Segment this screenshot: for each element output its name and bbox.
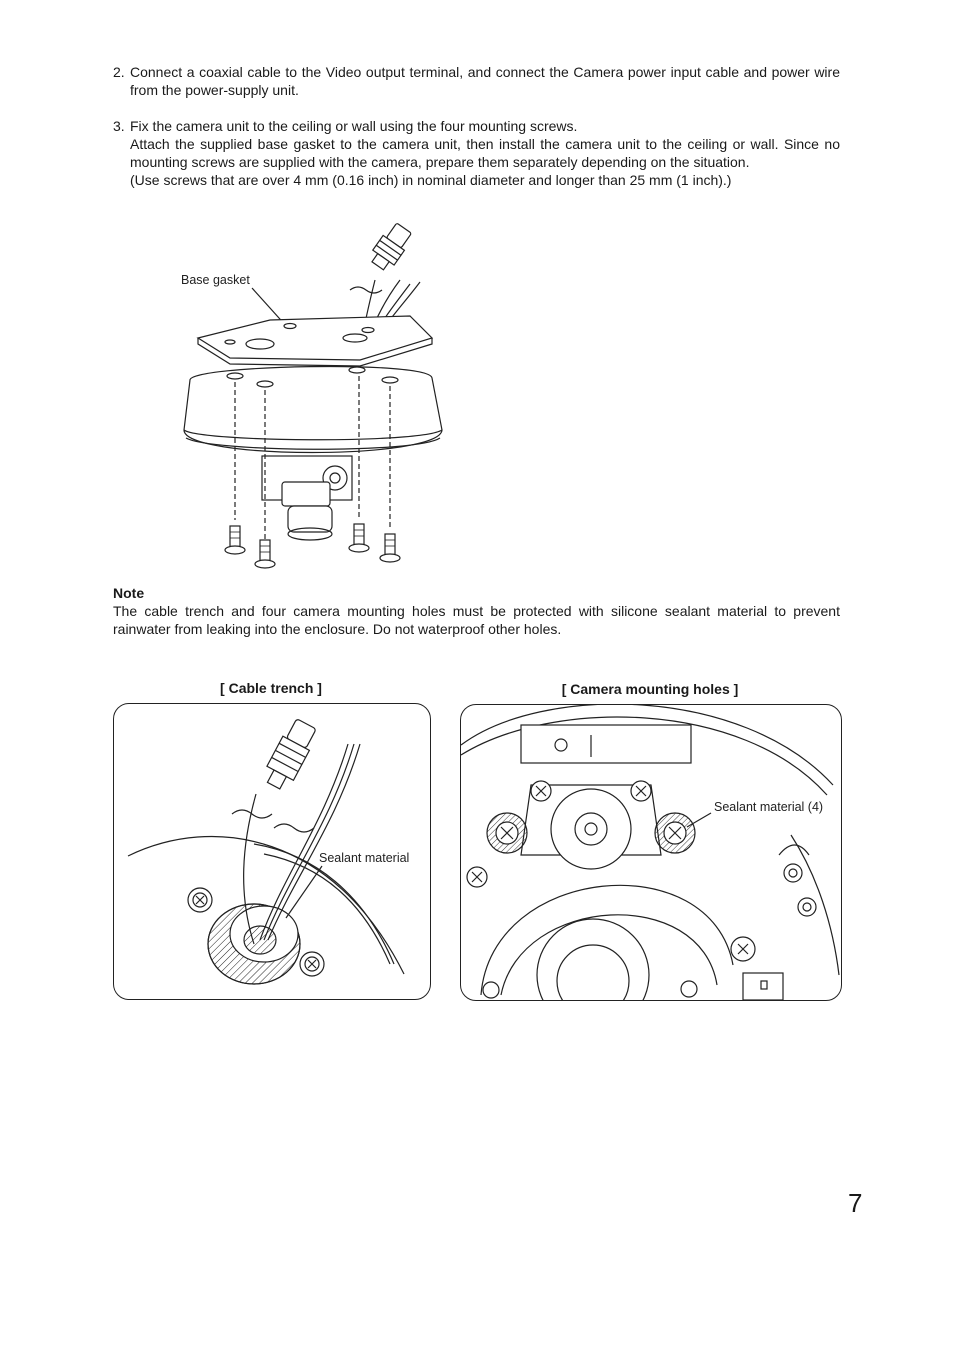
sealant-material-label: Sealant material — [319, 851, 410, 865]
note-block: Note The cable trench and four camera mo… — [113, 584, 840, 638]
step-number: 2. — [113, 64, 125, 80]
step-number: 3. — [113, 118, 125, 134]
step-3: 3. Fix the camera unit to the ceiling or… — [113, 117, 840, 189]
camera-installation-illustration — [183, 223, 443, 569]
step-text: Connect a coaxial cable to the Video out… — [130, 64, 840, 98]
cable-trench-figure: Sealant material — [113, 703, 431, 1000]
mounting-holes-caption: [ Camera mounting holes ] — [561, 681, 739, 697]
mounting-holes-figure: Sealant material (4) — [460, 704, 842, 1001]
step-text: Fix the camera unit to the ceiling or wa… — [130, 118, 578, 134]
note-heading: Note — [113, 585, 145, 601]
sealant-material-4-label: Sealant material (4) — [714, 800, 824, 814]
step-text: Attach the supplied base gasket to the c… — [130, 136, 840, 170]
cable-trench-caption: [ Cable trench ] — [220, 680, 322, 696]
step-text: (Use screws that are over 4 mm (0.16 inc… — [130, 172, 732, 188]
note-text: The cable trench and four camera mountin… — [113, 603, 840, 637]
base-gasket-label: Base gasket — [181, 273, 250, 287]
cable-trench-illustration — [127, 719, 405, 985]
mounting-holes-illustration — [461, 705, 840, 1000]
step-2: 2. Connect a coaxial cable to the Video … — [113, 63, 840, 99]
page-number: 7 — [848, 1188, 863, 1218]
